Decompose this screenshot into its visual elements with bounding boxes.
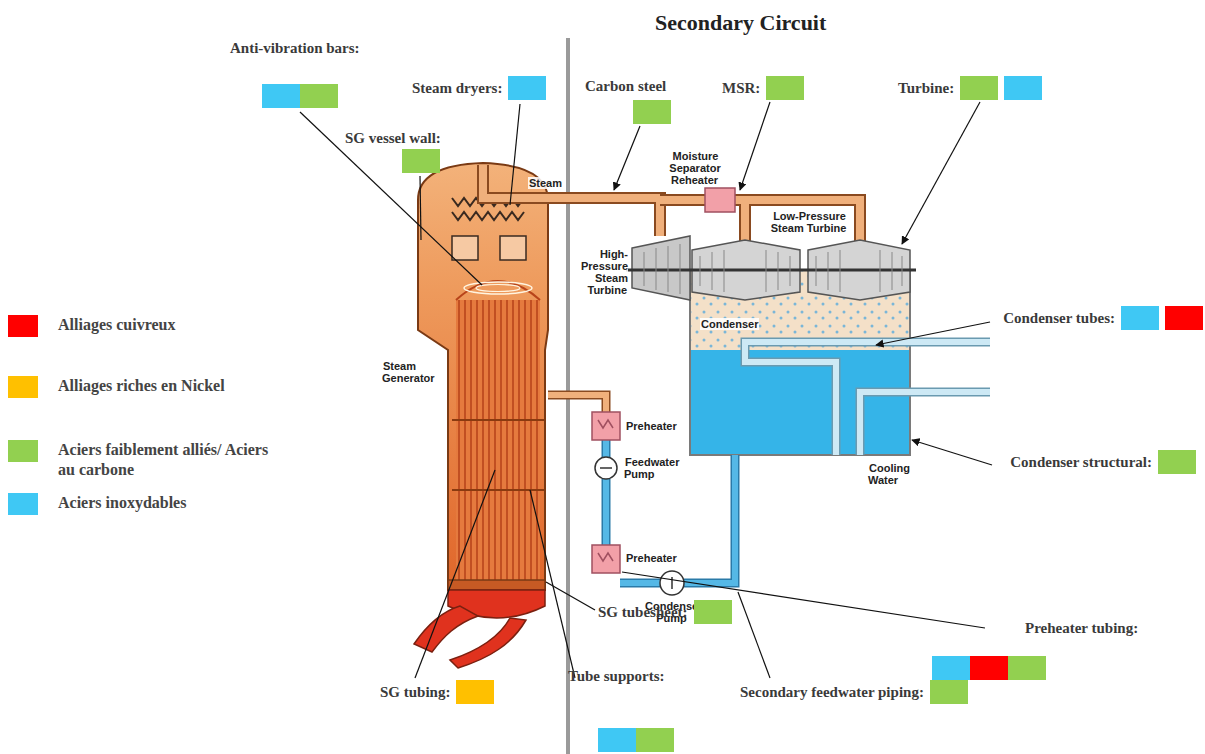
part-label: Preheater bbox=[625, 420, 678, 432]
part-name: Condenser bbox=[700, 318, 759, 330]
tubesheet bbox=[448, 580, 545, 590]
material-callout: Condenser tubes: bbox=[1003, 306, 1203, 330]
callout-text: Condenser tubes: bbox=[1003, 310, 1115, 327]
legend-text: Alliages cuivreux bbox=[58, 315, 273, 335]
callout-text: Preheater tubing: bbox=[1025, 620, 1138, 637]
material-swatch bbox=[262, 84, 300, 108]
legend-text: Alliages riches en Nickel bbox=[58, 376, 273, 396]
callout-text: Turbine: bbox=[898, 80, 954, 97]
legend-entry: Aciers inoxydables bbox=[8, 493, 273, 515]
part-name: Feedwater Pump bbox=[624, 456, 679, 480]
callout-text: Condenser structural: bbox=[1010, 454, 1152, 471]
part-name: Steam bbox=[528, 177, 563, 189]
part-label: Feedwater Pump bbox=[624, 456, 684, 480]
material-swatch bbox=[1158, 450, 1196, 474]
legend-text: Aciers inoxydables bbox=[58, 493, 273, 513]
legend-swatch bbox=[8, 440, 38, 462]
material-swatch-row bbox=[598, 728, 674, 752]
material-swatch-row bbox=[402, 149, 440, 173]
material-swatch bbox=[636, 728, 674, 752]
material-callout: Condenser structural: bbox=[1010, 450, 1196, 474]
legend-swatch bbox=[8, 493, 38, 515]
msr-box bbox=[705, 188, 735, 212]
part-label: High-Pressure Steam Turbine bbox=[574, 248, 628, 296]
material-swatch bbox=[1008, 656, 1046, 680]
material-swatch bbox=[598, 728, 636, 752]
material-swatch bbox=[932, 656, 970, 680]
material-swatch bbox=[1004, 76, 1042, 100]
primary-pipe bbox=[450, 618, 526, 668]
material-callout: Turbine: bbox=[898, 76, 1042, 100]
legend-swatch bbox=[8, 376, 38, 398]
callout-text: SG vessel wall: bbox=[345, 130, 441, 147]
tube-bundle bbox=[456, 300, 540, 588]
material-swatch bbox=[402, 149, 440, 173]
legend-entry: Alliages riches en Nickel bbox=[8, 376, 273, 398]
material-swatch bbox=[970, 656, 1008, 680]
material-callout: Carbon steel bbox=[585, 78, 666, 95]
material-swatch bbox=[766, 76, 804, 100]
leader-line bbox=[300, 102, 992, 678]
material-swatch-row bbox=[262, 84, 338, 108]
material-callout: SG tubing: bbox=[380, 680, 494, 704]
part-label: Moisture Separator Reheater bbox=[660, 150, 730, 186]
callout-text: Carbon steel bbox=[585, 78, 666, 95]
diagram-title: Secondary Circuit bbox=[655, 10, 826, 36]
part-label: Steam Generator bbox=[382, 360, 444, 384]
part-label: Preheater bbox=[625, 552, 678, 564]
part-label: Cooling Water bbox=[868, 462, 918, 486]
legend-text: Aciers faiblement alliés/ Aciers au carb… bbox=[58, 440, 273, 480]
material-swatch bbox=[930, 680, 968, 704]
legend-entry: Alliages cuivreux bbox=[8, 315, 273, 337]
material-swatch bbox=[456, 680, 494, 704]
material-callout: Tube supports: bbox=[568, 668, 665, 685]
moisture-separator bbox=[500, 236, 526, 260]
callout-text: SG tubing: bbox=[380, 684, 450, 701]
callout-text: Secondary feedwater piping: bbox=[740, 684, 924, 701]
turbines bbox=[626, 236, 916, 300]
callout-text: Steam dryers: bbox=[412, 80, 502, 97]
material-swatch bbox=[1165, 306, 1203, 330]
part-name: Low-Pressure Steam Turbine bbox=[771, 210, 848, 234]
material-callout: Secondary feedwater piping: bbox=[740, 680, 968, 704]
material-callout: MSR: bbox=[722, 76, 804, 100]
feedwater-piping bbox=[548, 395, 735, 583]
material-swatch bbox=[508, 76, 546, 100]
part-name: Preheater bbox=[625, 552, 678, 564]
part-name: High-Pressure Steam Turbine bbox=[581, 248, 628, 296]
legend-entry: Aciers faiblement alliés/ Aciers au carb… bbox=[8, 440, 273, 480]
material-callout: Anti-vibration bars: bbox=[230, 40, 360, 57]
material-callout: SG vessel wall: bbox=[345, 130, 441, 147]
part-label: Low-Pressure Steam Turbine bbox=[765, 210, 853, 234]
moisture-separator bbox=[452, 236, 478, 260]
callout-text: Tube supports: bbox=[568, 668, 665, 685]
material-callout: Steam dryers: bbox=[412, 76, 546, 100]
part-name: Preheater bbox=[625, 420, 678, 432]
callout-text: MSR: bbox=[722, 80, 760, 97]
legend-swatch bbox=[8, 315, 38, 337]
material-callout: Preheater tubing: bbox=[1025, 620, 1138, 637]
material-swatch bbox=[300, 84, 338, 108]
preheater-box bbox=[592, 545, 620, 573]
part-name: Cooling Water bbox=[868, 462, 910, 486]
anti-vibration-bars bbox=[464, 282, 532, 294]
tube-support bbox=[452, 419, 544, 421]
cooling-water-piping bbox=[745, 342, 990, 455]
preheater-box bbox=[592, 412, 620, 440]
material-swatch bbox=[1121, 306, 1159, 330]
callout-text: Anti-vibration bars: bbox=[230, 40, 360, 57]
material-swatch-row bbox=[932, 656, 1046, 680]
part-label: Steam bbox=[528, 177, 563, 189]
callout-text: SG tubesheet: bbox=[598, 604, 688, 621]
material-swatch-row bbox=[633, 100, 671, 124]
part-label: Condenser bbox=[700, 318, 759, 330]
material-swatch bbox=[694, 600, 732, 624]
part-name: Steam Generator bbox=[382, 360, 436, 384]
material-callout: SG tubesheet: bbox=[598, 600, 732, 624]
material-swatch bbox=[633, 100, 671, 124]
primary-pipe bbox=[414, 606, 478, 652]
part-name: Moisture Separator Reheater bbox=[669, 150, 720, 186]
material-swatch bbox=[960, 76, 998, 100]
